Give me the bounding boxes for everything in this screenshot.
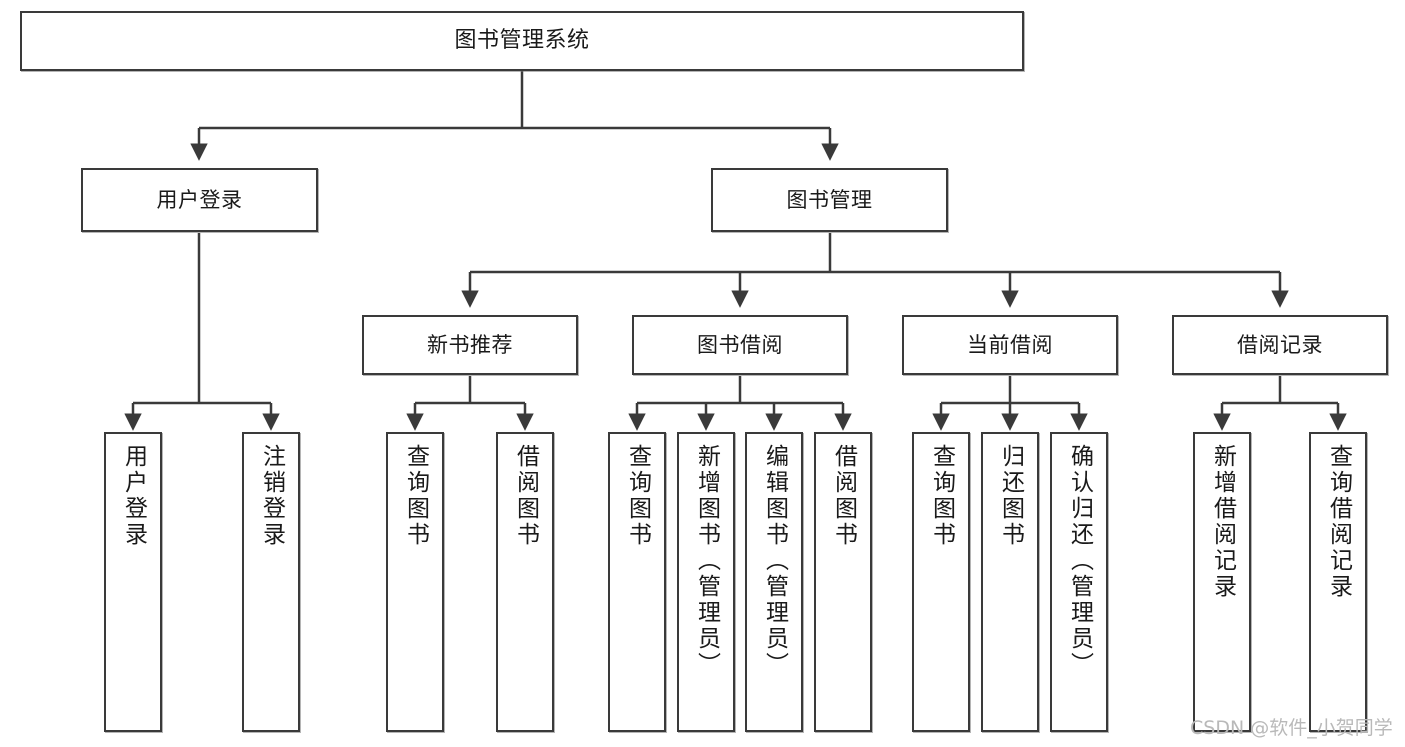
node-label: 查询图书 bbox=[624, 444, 651, 548]
leaf-new-book-borrow-book[interactable]: 借阅图书 bbox=[496, 432, 554, 732]
leaf-user-login-logout[interactable]: 注销登录 bbox=[242, 432, 300, 732]
node-label: 当前借阅 bbox=[967, 332, 1053, 357]
node-current-borrowing[interactable]: 当前借阅 bbox=[902, 315, 1118, 375]
node-label: 编辑图书（管理员） bbox=[761, 444, 788, 678]
node-new-book-recommendation[interactable]: 新书推荐 bbox=[362, 315, 578, 375]
leaf-book-borrow-borrow-book[interactable]: 借阅图书 bbox=[814, 432, 872, 732]
node-label: 新增图书（管理员） bbox=[693, 444, 720, 678]
leaf-book-borrow-add-book-admin[interactable]: 新增图书（管理员） bbox=[677, 432, 735, 732]
leaf-new-book-query-book[interactable]: 查询图书 bbox=[386, 432, 444, 732]
node-label: 借阅记录 bbox=[1237, 332, 1323, 357]
node-book-management[interactable]: 图书管理 bbox=[711, 168, 948, 232]
node-label: 图书借阅 bbox=[697, 332, 783, 357]
node-borrowing-records[interactable]: 借阅记录 bbox=[1172, 315, 1388, 375]
leaf-book-borrow-edit-book-admin[interactable]: 编辑图书（管理员） bbox=[745, 432, 803, 732]
node-label: 确认归还（管理员） bbox=[1066, 444, 1093, 678]
leaf-user-login-login[interactable]: 用户登录 bbox=[104, 432, 162, 732]
node-label: 查询图书 bbox=[402, 444, 429, 548]
csdn-watermark: CSDN @软件_小贺同学 bbox=[1190, 717, 1393, 739]
node-label: 用户登录 bbox=[120, 444, 147, 548]
node-user-login[interactable]: 用户登录 bbox=[81, 168, 318, 232]
node-label: 图书管理 bbox=[786, 187, 873, 212]
leaf-current-borrow-query-book[interactable]: 查询图书 bbox=[912, 432, 970, 732]
node-label: 图书管理系统 bbox=[454, 28, 590, 54]
node-label: 用户登录 bbox=[156, 187, 243, 212]
node-label: 借阅图书 bbox=[512, 444, 539, 548]
node-root-book-management-system[interactable]: 图书管理系统 bbox=[20, 11, 1024, 71]
node-book-borrowing[interactable]: 图书借阅 bbox=[632, 315, 848, 375]
node-label: 查询图书 bbox=[928, 444, 955, 548]
node-label: 新书推荐 bbox=[427, 332, 513, 357]
leaf-current-borrow-confirm-return-admin[interactable]: 确认归还（管理员） bbox=[1050, 432, 1108, 732]
leaf-book-borrow-query-book[interactable]: 查询图书 bbox=[608, 432, 666, 732]
node-label: 借阅图书 bbox=[830, 444, 857, 548]
node-label: 注销登录 bbox=[258, 444, 285, 548]
node-label: 归还图书 bbox=[997, 444, 1024, 548]
leaf-current-borrow-return-book[interactable]: 归还图书 bbox=[981, 432, 1039, 732]
node-label: 查询借阅记录 bbox=[1325, 444, 1352, 600]
leaf-record-add-borrow-record[interactable]: 新增借阅记录 bbox=[1193, 432, 1251, 732]
node-label: 新增借阅记录 bbox=[1209, 444, 1236, 600]
leaf-record-query-borrow-record[interactable]: 查询借阅记录 bbox=[1309, 432, 1367, 732]
